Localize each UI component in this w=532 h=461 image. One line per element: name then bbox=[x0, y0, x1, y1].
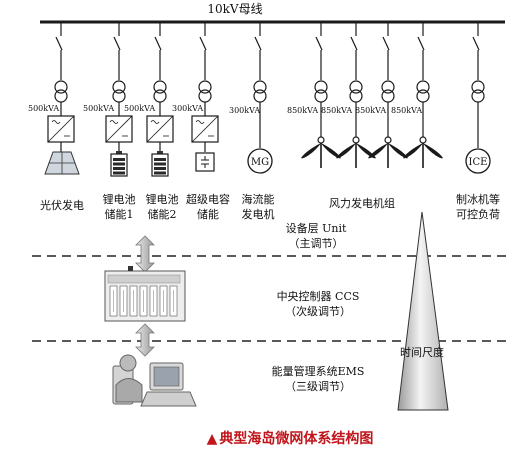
wind-group-label: 风力发电机组 bbox=[329, 197, 395, 210]
breaker-switch bbox=[417, 36, 425, 51]
feeder-8-rating: 850kVA bbox=[355, 106, 387, 115]
breaker-switch bbox=[350, 36, 358, 51]
ccs-layer-name: 中央控制器 CCS bbox=[276, 290, 360, 303]
feeder-7-rating: 850kVA bbox=[321, 106, 353, 115]
feeder-group: MG ICE bbox=[44, 22, 491, 177]
unit-layer-name: 设备层 Unit bbox=[285, 222, 347, 235]
ems-layer-role: （三级调节） bbox=[285, 380, 351, 393]
feeder-7 bbox=[336, 22, 376, 168]
feeder-2-source: 锂电池 储能1 bbox=[102, 193, 136, 221]
feeder-4 bbox=[191, 22, 219, 172]
generator-icon: MG bbox=[247, 148, 273, 174]
feeder-2-rating: 500kVA bbox=[83, 104, 115, 113]
symbol-label: ICE bbox=[469, 157, 488, 168]
feeder-10-source: 制冰机等 可控负荷 bbox=[456, 193, 500, 221]
breaker-switch bbox=[199, 36, 207, 51]
breaker-switch bbox=[382, 36, 390, 51]
feeder-3-source: 锂电池 储能2 bbox=[145, 193, 179, 221]
converter-icon bbox=[146, 115, 174, 143]
time-scale-triangle bbox=[397, 211, 449, 411]
supercapacitor-icon bbox=[195, 152, 215, 172]
time-scale-label: 时间尺度 bbox=[400, 346, 444, 359]
wind-turbine-icon bbox=[301, 136, 341, 168]
breaker-switch bbox=[154, 36, 162, 51]
triangle-marker-icon: ▲ bbox=[206, 431, 218, 447]
solar-panel-icon bbox=[44, 151, 80, 175]
feeder-1-source: 光伏发电 bbox=[40, 199, 84, 212]
feeder-5-rating: 300kVA bbox=[229, 106, 261, 115]
feeder-5-source: 海流能 发电机 bbox=[241, 193, 275, 221]
converter-icon bbox=[105, 115, 133, 143]
feeder-9-rating: 850kVA bbox=[391, 106, 423, 115]
transformer-icon bbox=[112, 80, 126, 103]
transformer-icon bbox=[314, 80, 328, 103]
feeder-2 bbox=[105, 22, 133, 177]
converter-icon bbox=[47, 115, 75, 143]
bus-label: 10kV母线 bbox=[207, 2, 263, 16]
ccs-layer-role: （次级调节） bbox=[285, 305, 351, 318]
wind-turbine-icon bbox=[403, 136, 443, 168]
feeder-3-rating: 500kVA bbox=[124, 104, 156, 113]
transformer-icon bbox=[54, 80, 68, 103]
transformer-icon bbox=[153, 80, 167, 103]
figure-caption-text: 典型海岛微网体系结构图 bbox=[219, 431, 374, 447]
feeder-6 bbox=[301, 22, 341, 168]
battery-icon bbox=[110, 151, 128, 177]
symbol-label: MG bbox=[251, 157, 269, 168]
breaker-switch bbox=[254, 36, 262, 51]
ice-load-icon: ICE bbox=[465, 148, 491, 174]
feeder-8 bbox=[368, 22, 408, 168]
figure-caption: ▲典型海岛微网体系结构图 bbox=[185, 428, 395, 448]
transformer-icon bbox=[381, 80, 395, 103]
wind-turbine-icon bbox=[336, 136, 376, 168]
breaker-switch bbox=[472, 36, 480, 51]
ems-layer-name: 能量管理系统EMS bbox=[271, 365, 365, 378]
transformer-icon bbox=[349, 80, 363, 103]
wind-turbine-icon bbox=[368, 136, 408, 168]
feeder-1-rating: 500kVA bbox=[28, 104, 60, 113]
converter-icon bbox=[191, 115, 219, 143]
battery-icon bbox=[151, 151, 169, 177]
feeder-1 bbox=[44, 22, 80, 175]
feeder-5: MG bbox=[247, 22, 273, 174]
breaker-switch bbox=[55, 36, 63, 51]
feeder-4-rating: 300kVA bbox=[172, 104, 204, 113]
transformer-icon bbox=[471, 80, 485, 103]
unit-layer-role: （主调节） bbox=[288, 237, 344, 250]
transformer-icon bbox=[253, 80, 267, 103]
transformer-icon bbox=[416, 80, 430, 103]
breaker-switch bbox=[315, 36, 323, 51]
ems-workstation-icon bbox=[112, 354, 197, 407]
breaker-switch bbox=[113, 36, 121, 51]
ccs-controller-icon bbox=[104, 266, 186, 322]
transformer-icon bbox=[198, 80, 212, 103]
feeder-4-source: 超级电容 储能 bbox=[186, 193, 230, 221]
feeder-10: ICE bbox=[465, 22, 491, 174]
arrow-unit-ccs bbox=[135, 235, 155, 273]
feeder-9 bbox=[403, 22, 443, 168]
feeder-6-rating: 850kVA bbox=[287, 106, 319, 115]
arrow-ccs-ems bbox=[135, 323, 155, 357]
feeder-3 bbox=[146, 22, 174, 177]
